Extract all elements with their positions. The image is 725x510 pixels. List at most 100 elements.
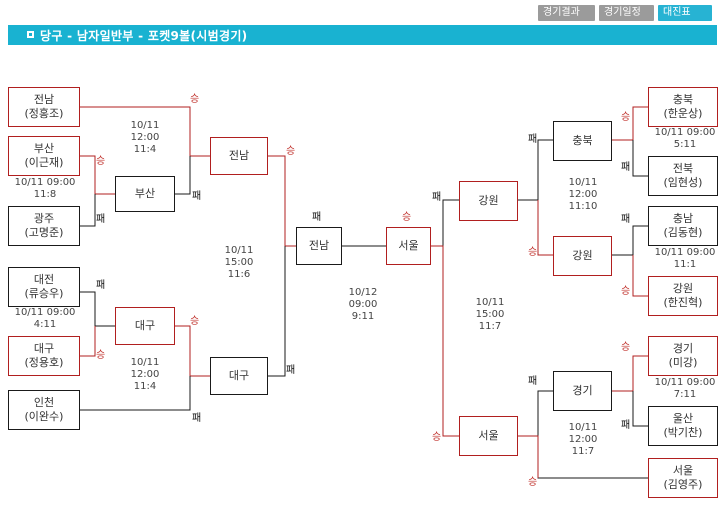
line-p9	[612, 225, 648, 256]
line-p4	[80, 291, 115, 327]
semifinal-jeonnam[interactable]: 전남	[296, 227, 342, 265]
player-region: 경기	[672, 342, 694, 355]
lose-label: 패	[192, 191, 202, 202]
match-time: 12:00	[568, 434, 598, 445]
match-time: 15:00	[224, 257, 254, 268]
lose-label: 패	[621, 162, 631, 173]
match-schedule-button[interactable]: 경기일정	[599, 5, 654, 21]
player-name: (이완수)	[24, 410, 64, 423]
line-w11	[518, 435, 539, 478]
player-box-chungbuk[interactable]: 충북(한운상)	[648, 87, 718, 127]
round3-jeonnam[interactable]: 전남	[210, 137, 268, 175]
match-time: 12:00	[568, 189, 598, 200]
win-label: 승	[190, 316, 200, 327]
line-p1	[80, 106, 210, 157]
player-region: 전북	[672, 162, 694, 175]
line-w2	[175, 325, 210, 377]
win-label: 승	[190, 94, 200, 105]
match-score: 11:10	[568, 201, 598, 212]
match-score: 11:8	[33, 189, 57, 200]
advanced-team: 서울	[398, 239, 419, 252]
advanced-team: 경기	[572, 384, 593, 397]
advanced-team: 서울	[478, 429, 499, 442]
player-box-incheon[interactable]: 인천(이완수)	[8, 390, 80, 430]
match-datetime: 10/11 09:00	[654, 247, 716, 258]
player-name: (정홍조)	[24, 107, 64, 120]
player-name: (박기찬)	[663, 426, 703, 439]
advanced-team: 대구	[228, 369, 250, 382]
line-w3	[268, 155, 296, 247]
match-datetime: 10/11 09:00	[654, 127, 716, 138]
match-date: 10/12	[348, 287, 378, 298]
match-score: 11:7	[478, 321, 502, 332]
match-score: 11:7	[571, 446, 595, 457]
player-region: 부산	[33, 142, 55, 155]
round3-seoul[interactable]: 서울	[459, 416, 518, 456]
round3-gangwon[interactable]: 강원	[459, 181, 518, 221]
match-results-button[interactable]: 경기결과	[538, 5, 595, 21]
lose-label: 패	[96, 214, 106, 225]
win-label: 승	[528, 247, 538, 258]
round2-chungbuk[interactable]: 충북	[553, 121, 612, 161]
player-region: 충북	[672, 93, 694, 106]
player-box-daegu[interactable]: 대구(정용호)	[8, 336, 80, 376]
player-name: (고명준)	[24, 226, 64, 239]
match-score: 11:4	[133, 381, 157, 392]
line-p8	[632, 140, 648, 177]
player-box-busan[interactable]: 부산(이근재)	[8, 136, 80, 176]
round2-gyeonggi[interactable]: 경기	[553, 371, 612, 411]
player-box-daejeon[interactable]: 대전(류승우)	[8, 267, 80, 307]
player-name: (한운상)	[663, 107, 703, 120]
lose-label: 패	[192, 413, 202, 424]
lose-label: 패	[528, 134, 538, 145]
win-label: 승	[402, 212, 412, 223]
player-box-gangwon[interactable]: 강원(한진혁)	[648, 276, 718, 316]
round2-daegu[interactable]: 대구	[115, 307, 175, 345]
round3-daegu[interactable]: 대구	[210, 357, 268, 395]
advanced-team: 전남	[308, 239, 330, 252]
line-w8	[537, 200, 553, 256]
player-box-seoul[interactable]: 서울(김영주)	[648, 458, 718, 498]
match-score: 11:4	[133, 144, 157, 155]
line-w7	[518, 139, 553, 201]
match-time: 12:00	[130, 369, 160, 380]
match-time: 12:00	[130, 132, 160, 143]
champion-seoul[interactable]: 서울	[386, 227, 431, 265]
player-name: (김영주)	[663, 478, 703, 491]
player-box-gyeonggi[interactable]: 경기(미강)	[648, 336, 718, 376]
match-score: 4:11	[33, 319, 57, 330]
match-date: 10/11	[475, 297, 505, 308]
player-name: (미강)	[668, 356, 698, 369]
line-w4	[268, 246, 286, 377]
round2-busan[interactable]: 부산	[115, 176, 175, 212]
match-score: 11:1	[673, 259, 697, 270]
match-score: 5:11	[673, 139, 697, 150]
player-box-jeonbuk[interactable]: 전북(임현성)	[648, 156, 718, 196]
player-box-gwangju[interactable]: 광주(고명준)	[8, 206, 80, 246]
match-date: 10/11	[130, 120, 160, 131]
match-date: 10/11	[224, 245, 254, 256]
player-box-chungnam[interactable]: 충남(김동현)	[648, 206, 718, 246]
win-label: 승	[621, 112, 631, 123]
win-label: 승	[432, 432, 442, 443]
bracket-button[interactable]: 대진표	[658, 5, 712, 21]
player-region: 전남	[33, 93, 55, 106]
bullet-icon	[27, 31, 34, 38]
lose-label: 패	[621, 214, 631, 225]
line-p10	[632, 255, 648, 297]
advanced-team: 전남	[228, 149, 250, 162]
player-box-jeonnam[interactable]: 전남(정홍조)	[8, 87, 80, 127]
player-box-ulsan[interactable]: 울산(박기찬)	[648, 406, 718, 446]
match-datetime: 10/11 09:00	[654, 377, 716, 388]
round2-gangwon[interactable]: 강원	[553, 236, 612, 276]
line-p5	[80, 326, 96, 357]
page-title: 당구 - 남자일반부 - 포켓9볼(시범경기)	[40, 29, 248, 43]
